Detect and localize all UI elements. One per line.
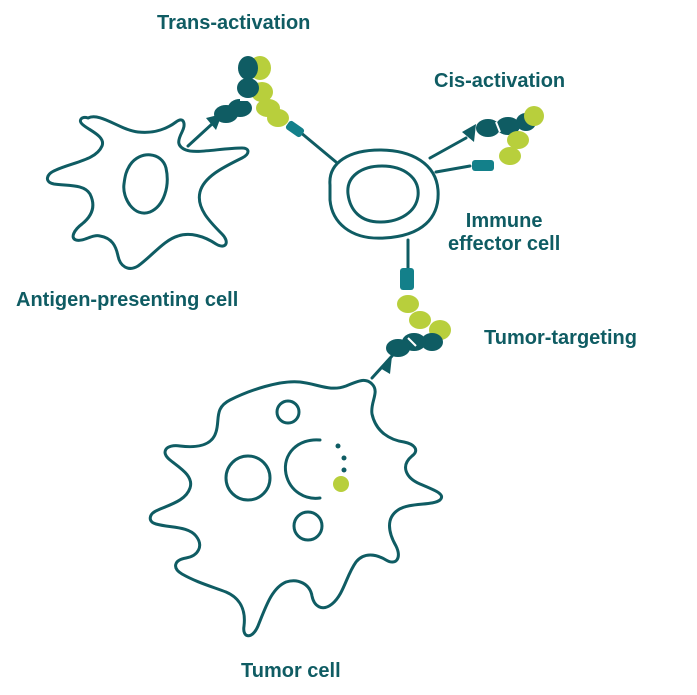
trans-activation-label: Trans-activation (157, 12, 311, 34)
apc-nucleus (122, 153, 169, 215)
trans-activation-antibody (214, 56, 305, 138)
tumor-vesicle-bottom (292, 510, 324, 542)
cis-activation-label: Cis-activation (434, 70, 566, 92)
tumor-vesicle-left (224, 454, 272, 502)
antigen-presenting-cell (46, 114, 250, 270)
tumor-targeting-label: Tumor-targeting (484, 327, 637, 349)
effector-nucleus (346, 164, 420, 224)
tumor-antigen-dot (333, 476, 349, 492)
tumor-cell (148, 378, 443, 638)
tumor-cell-label: Tumor cell (241, 660, 341, 682)
cis-arrow-icon (462, 124, 476, 142)
immune-effector-cell (298, 130, 472, 274)
tumor-arrow-icon (380, 356, 392, 374)
cis-activation-antibody (462, 106, 544, 171)
antigen-presenting-cell-label: Antigen-presenting cell (16, 289, 239, 311)
tumor-nucleus (283, 438, 322, 500)
immune-effector-cell-label: Immune effector cell (448, 210, 560, 256)
tumor-targeting-antibody (370, 268, 451, 380)
immune-effector-label-line2: effector cell (448, 233, 561, 255)
tumor-vesicle-top (275, 399, 301, 425)
immune-effector-label-line1: Immune (465, 210, 543, 232)
